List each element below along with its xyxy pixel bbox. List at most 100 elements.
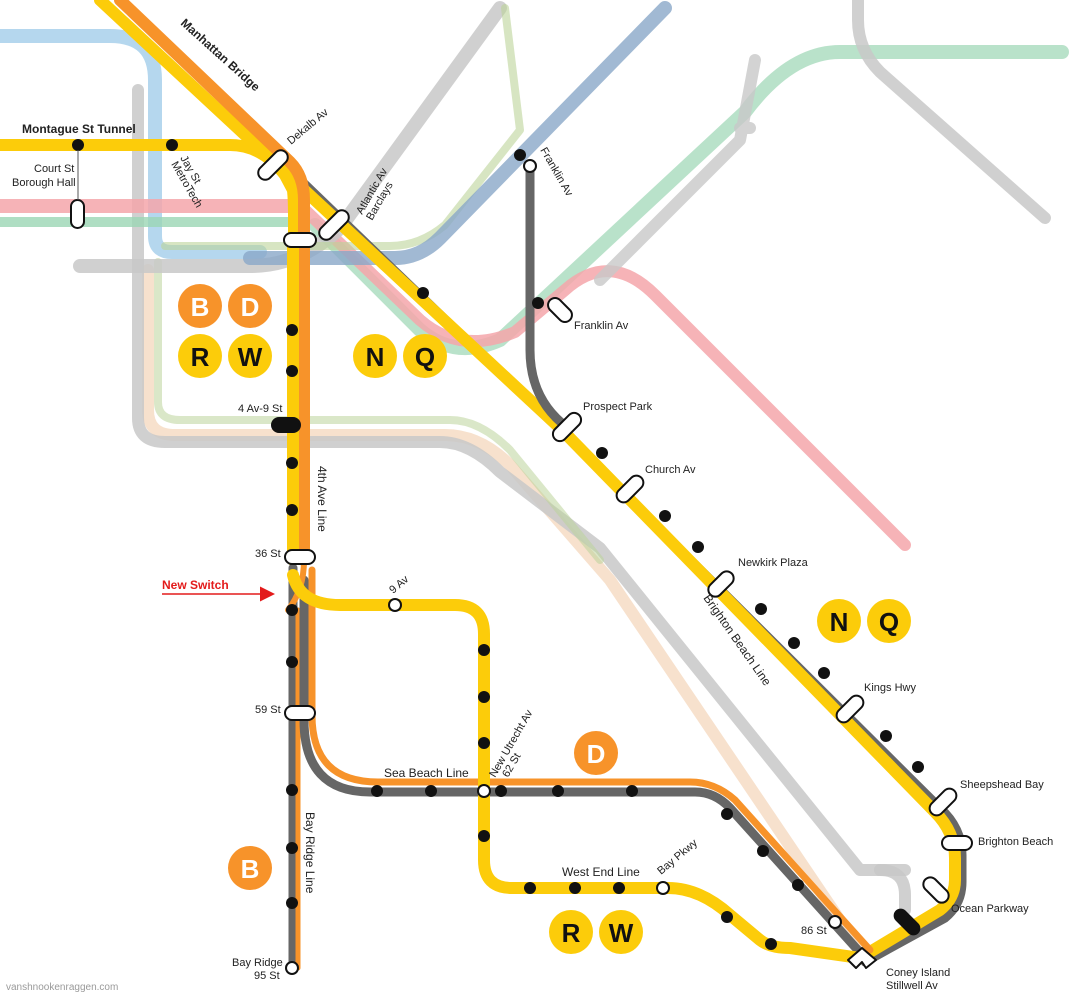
station-capsule-59st[interactable] xyxy=(284,705,316,721)
station-dot-brighton-a[interactable] xyxy=(417,287,429,299)
station-capsule-franklin[interactable] xyxy=(545,295,575,325)
station-dot-bayridge-c[interactable] xyxy=(286,784,298,796)
station-dot-montague[interactable] xyxy=(72,139,84,151)
svg-text:R: R xyxy=(191,342,210,372)
label-sheepshead: Sheepshead Bay xyxy=(960,779,1044,791)
station-dot-seabeach-d[interactable] xyxy=(552,785,564,797)
station-capsule-coney-island[interactable] xyxy=(847,947,877,969)
ghost-peach-line xyxy=(142,264,866,956)
svg-text:N: N xyxy=(366,342,385,372)
station-dot-seabeach-a[interactable] xyxy=(371,785,383,797)
bullet-n-right[interactable]: N xyxy=(817,599,861,643)
station-dot-westend-e[interactable] xyxy=(524,882,536,894)
ghost-gray-line-d xyxy=(852,0,1051,224)
station-dot-westend-d[interactable] xyxy=(478,830,490,842)
station-dot-westend-c[interactable] xyxy=(478,737,490,749)
station-capsule-dekalb[interactable] xyxy=(255,147,290,182)
station-dot-brighton-b[interactable] xyxy=(596,447,608,459)
bullet-b-top[interactable]: B xyxy=(178,284,222,328)
bullet-q-right[interactable]: Q xyxy=(867,599,911,643)
label-bay-ridge-1: Bay Ridge xyxy=(232,957,283,969)
station-dot-seabeach-e[interactable] xyxy=(626,785,638,797)
station-dot-brighton-g[interactable] xyxy=(818,667,830,679)
station-dot-brighton-c[interactable] xyxy=(659,510,671,522)
label-86st: 86 St xyxy=(801,925,827,937)
station-circle-86st[interactable] xyxy=(828,915,842,929)
station-circle-bay-ridge-95[interactable] xyxy=(285,961,299,975)
station-capsule-brighton-beach[interactable] xyxy=(941,835,973,851)
station-capsule-4av-9st[interactable] xyxy=(271,417,301,433)
station-capsule-newkirk[interactable] xyxy=(705,568,736,599)
station-capsule-ocean-pkwy-black[interactable] xyxy=(892,907,922,937)
label-coney-2: Stillwell Av xyxy=(886,980,938,992)
ghost-gray-line-e xyxy=(874,864,911,916)
station-dot-westend-b[interactable] xyxy=(478,691,490,703)
station-dot-seabeach-g[interactable] xyxy=(757,845,769,857)
station-dot-westend-i[interactable] xyxy=(765,938,777,950)
station-capsule-prospect[interactable] xyxy=(550,410,584,444)
station-dot-jay-st[interactable] xyxy=(166,139,178,151)
station-dot-brighton-d[interactable] xyxy=(692,541,704,553)
station-circle-bay-pkwy[interactable] xyxy=(656,881,670,895)
bullet-n-top[interactable]: N xyxy=(353,334,397,378)
station-dot-franklin-mid[interactable] xyxy=(532,297,544,309)
station-capsule-kings-hwy[interactable] xyxy=(834,693,867,726)
station-markers xyxy=(70,139,973,975)
station-capsule-36st[interactable] xyxy=(284,549,316,565)
label-montague-tunnel: Montague St Tunnel xyxy=(22,122,136,136)
station-dot-bayridge-d[interactable] xyxy=(286,842,298,854)
station-dot-franklin-top[interactable] xyxy=(514,149,526,161)
label-prospect-park: Prospect Park xyxy=(583,401,653,413)
label-newkirk: Newkirk Plaza xyxy=(738,557,809,569)
bullet-w-bottom[interactable]: W xyxy=(599,910,643,954)
label-9av: 9 Av xyxy=(387,573,411,596)
station-capsule-atlantic-b[interactable] xyxy=(316,207,351,242)
station-dot-brighton-f[interactable] xyxy=(788,637,800,649)
station-dot-4av-c[interactable] xyxy=(286,457,298,469)
station-dot-seabeach-c[interactable] xyxy=(495,785,507,797)
station-dot-westend-h[interactable] xyxy=(721,911,733,923)
station-capsule-court-st[interactable] xyxy=(70,199,85,229)
bullet-w-top[interactable]: W xyxy=(228,334,272,378)
station-dot-bayridge-e[interactable] xyxy=(286,897,298,909)
svg-text:B: B xyxy=(241,854,260,884)
station-dot-brighton-e[interactable] xyxy=(755,603,767,615)
station-circle-new-utrecht[interactable] xyxy=(477,784,491,798)
station-dot-4av-d[interactable] xyxy=(286,504,298,516)
station-dot-4av-a[interactable] xyxy=(286,324,298,336)
station-dot-bayridge-b[interactable] xyxy=(286,656,298,668)
station-dot-seabeach-h[interactable] xyxy=(792,879,804,891)
ghost-olive-line xyxy=(154,258,604,564)
station-dot-seabeach-b[interactable] xyxy=(425,785,437,797)
station-dot-westend-a[interactable] xyxy=(478,644,490,656)
bullet-d-sea[interactable]: D xyxy=(574,731,618,775)
station-capsule-church[interactable] xyxy=(614,473,647,506)
station-capsule-ocean-pkwy[interactable] xyxy=(920,874,951,905)
sea-beach-orange-line xyxy=(308,566,874,954)
route-bullets: B D R W N Q N Q xyxy=(178,284,911,954)
station-circle-franklin-top[interactable] xyxy=(523,159,537,173)
bullet-r-bottom[interactable]: R xyxy=(549,910,593,954)
bullet-d-top[interactable]: D xyxy=(228,284,272,328)
station-dot-westend-f[interactable] xyxy=(569,882,581,894)
station-capsule-sheepshead[interactable] xyxy=(927,786,960,819)
svg-text:R: R xyxy=(562,918,581,948)
bullet-r-top[interactable]: R xyxy=(178,334,222,378)
label-dekalb: Dekalb Av xyxy=(285,106,331,147)
station-dot-4av-b[interactable] xyxy=(286,365,298,377)
station-dot-seabeach-f[interactable] xyxy=(721,808,733,820)
bullet-q-top[interactable]: Q xyxy=(403,334,447,378)
label-sea-beach: Sea Beach Line xyxy=(384,766,469,780)
label-bay-ridge-2: 95 St xyxy=(254,970,280,982)
label-4av-9st: 4 Av-9 St xyxy=(238,403,282,415)
west-end-yellow-line xyxy=(287,569,866,964)
label-36st: 36 St xyxy=(255,548,281,560)
station-dot-brighton-h[interactable] xyxy=(880,730,892,742)
station-dot-westend-g[interactable] xyxy=(613,882,625,894)
station-capsule-atlantic-a[interactable] xyxy=(283,232,317,248)
bullet-b-bottom[interactable]: B xyxy=(228,846,272,890)
sea-beach-gray-line xyxy=(299,575,870,963)
station-dot-brighton-i[interactable] xyxy=(912,761,924,773)
station-circle-9av[interactable] xyxy=(388,598,402,612)
station-dot-bayridge-a[interactable] xyxy=(286,604,298,616)
